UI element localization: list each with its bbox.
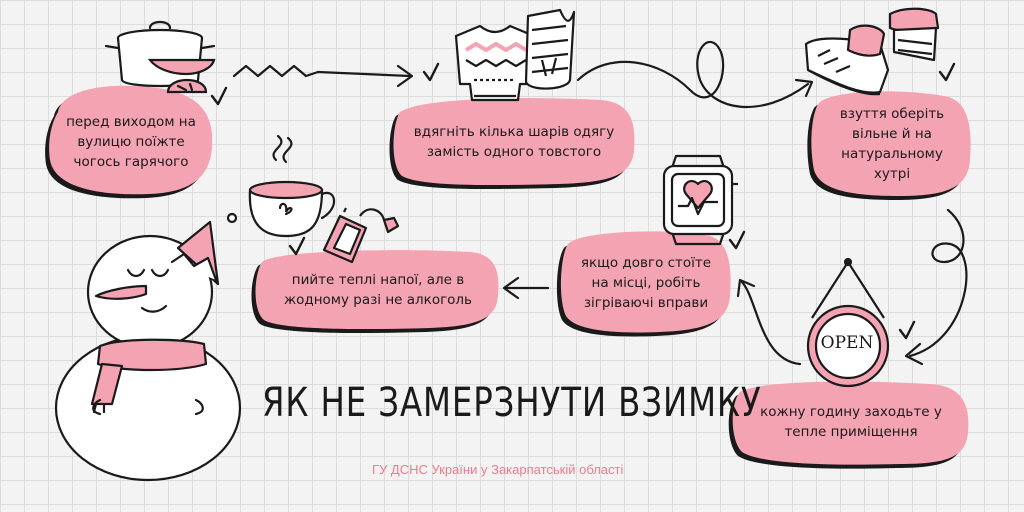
- tea-cup-icon: [248, 134, 336, 238]
- tip-warm-drinks: пийте теплі напої, але в жодному разі не…: [283, 272, 473, 308]
- sweater-icon: [454, 24, 536, 102]
- tip-blob-6: [251, 250, 499, 334]
- arrow-curve-up: [740, 280, 802, 366]
- arrow-swirl-2-head: [904, 342, 924, 366]
- tip-boots: взуття оберіть вільне й на натуральному …: [839, 106, 945, 182]
- arrow-left-head: [502, 276, 520, 300]
- arrow-zigzag: [232, 64, 412, 78]
- checkmark-icon: [938, 62, 956, 82]
- open-sign-label: OPEN: [820, 333, 874, 353]
- checkmark-icon: [288, 236, 306, 256]
- tip-exercise: якщо довго стоїте на місці, робіть зігрі…: [580, 255, 712, 311]
- arrow-swirl-1: [576, 40, 810, 109]
- checkmark-icon: [422, 62, 440, 82]
- tip-warm-room: кожну годину заходьте у тепле приміщення: [760, 404, 942, 440]
- tip-blob-5: [556, 231, 731, 337]
- tip-blob-2: [389, 98, 635, 190]
- tip-blob-1: [45, 85, 213, 199]
- checkmark-icon: [728, 230, 746, 250]
- checkmark-icon: [898, 320, 916, 340]
- tea-bag-icon: [322, 207, 400, 264]
- arrow-swirl-2: [908, 208, 968, 358]
- smartwatch-icon: [662, 154, 738, 246]
- organization-credit: ГУ ДСНС України у Закарпатській області: [372, 462, 624, 477]
- pot-icon: [104, 20, 216, 94]
- tip-layers: вдягніть кілька шарів одягу замість одно…: [413, 124, 615, 160]
- arrow-curve-up-head: [736, 278, 756, 298]
- arrow-swirl-1-head: [794, 78, 814, 98]
- boot-icon: [804, 7, 940, 96]
- snowman-icon: [54, 212, 242, 482]
- page-title: ЯК НЕ ЗАМЕРЗНУТИ ВЗИМКУ: [262, 380, 762, 426]
- tip-eat-hot: перед виходом на вулицю поїжте чогось га…: [66, 114, 196, 170]
- arrow-zigzag-head: [396, 64, 414, 88]
- vest-icon: [524, 8, 576, 90]
- open-sign-icon: [806, 257, 890, 388]
- tip-blob-3: [807, 91, 971, 200]
- checkmark-icon: [210, 86, 228, 106]
- tip-blob-4: [728, 381, 969, 469]
